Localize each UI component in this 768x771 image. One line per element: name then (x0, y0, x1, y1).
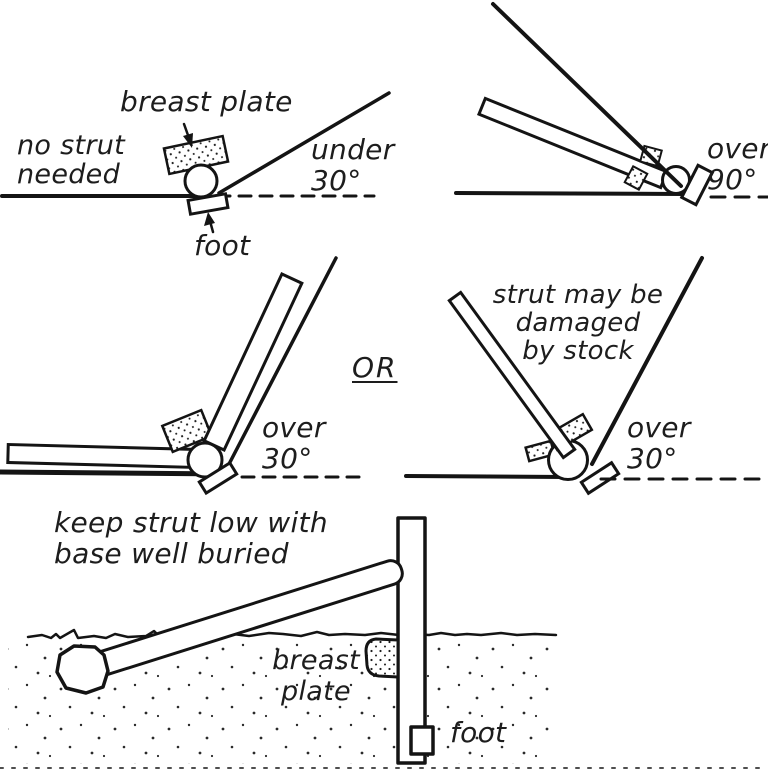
panel-over-90 (454, 2, 768, 207)
up-arrow-icon (204, 212, 215, 234)
angle-label-under-30: under 30° (311, 134, 395, 196)
ground-line (454, 191, 686, 196)
foot-label: foot (194, 229, 251, 262)
wire-line (226, 256, 338, 468)
angle-word: over (627, 411, 691, 444)
wire-line (590, 256, 704, 466)
caption-line: base well buried (54, 537, 289, 570)
angle-value: 30° (262, 442, 313, 475)
angle-word: over (707, 132, 768, 165)
angle-word: over (262, 411, 326, 444)
foot-plate-shape (409, 725, 435, 756)
wire-line (217, 91, 391, 195)
no-strut-label-line: no strut (17, 130, 126, 161)
panel-over-30-left (0, 256, 364, 496)
buried-strut-caption: keep strut low with base well buried (54, 507, 328, 569)
anchor-roller-shape (183, 163, 219, 199)
strut-shape (202, 271, 304, 453)
ground-line (0, 469, 233, 477)
low-strut-shape (6, 442, 200, 470)
ground-line (404, 474, 568, 479)
angle-value: 90° (707, 163, 758, 196)
rock-anchor-shape (55, 644, 110, 695)
stock-damage-warning-label: strut may be damaged by stock (478, 281, 678, 365)
breast-plate-line: breast (272, 645, 360, 676)
foot-plate-shape (197, 460, 239, 496)
angle-word: under (311, 133, 395, 166)
angle-value: 30° (627, 442, 678, 475)
or-label: OR (352, 351, 398, 384)
ground-surface-line (26, 628, 558, 640)
angle-label-over-30-left: over 30° (262, 412, 326, 474)
angle-value: 30° (311, 164, 362, 197)
foot-plate-shape (186, 192, 230, 216)
caption-line: keep strut low with (54, 506, 328, 539)
warning-line: damaged (515, 308, 641, 338)
warning-line: by stock (522, 336, 634, 366)
angle-label-over-90: over 90° (707, 133, 768, 195)
breast-plate-shape (623, 164, 649, 192)
breast-plate-shape (160, 408, 214, 454)
breast-plate-label-bottom: breast plate (266, 645, 366, 707)
panel-no-strut (0, 91, 391, 234)
strut-shape (447, 290, 577, 460)
no-strut-label: no strut needed (17, 131, 125, 189)
breast-plate-label: breast plate (120, 85, 293, 118)
no-strut-label-line: needed (17, 159, 121, 190)
warning-line: strut may be (492, 280, 664, 310)
foot-label-bottom: foot (450, 716, 507, 749)
down-arrow-icon (182, 122, 193, 148)
panel-over-30-right (404, 256, 768, 496)
panel-buried-strut (0, 516, 768, 769)
breast-plate-line: plate (281, 676, 351, 707)
fence-post-shape (396, 516, 427, 765)
angle-label-over-30-right: over 30° (627, 412, 691, 474)
wire-line (491, 2, 683, 188)
foot-plate-shape (679, 163, 715, 207)
breast-plate-shape (364, 637, 400, 679)
